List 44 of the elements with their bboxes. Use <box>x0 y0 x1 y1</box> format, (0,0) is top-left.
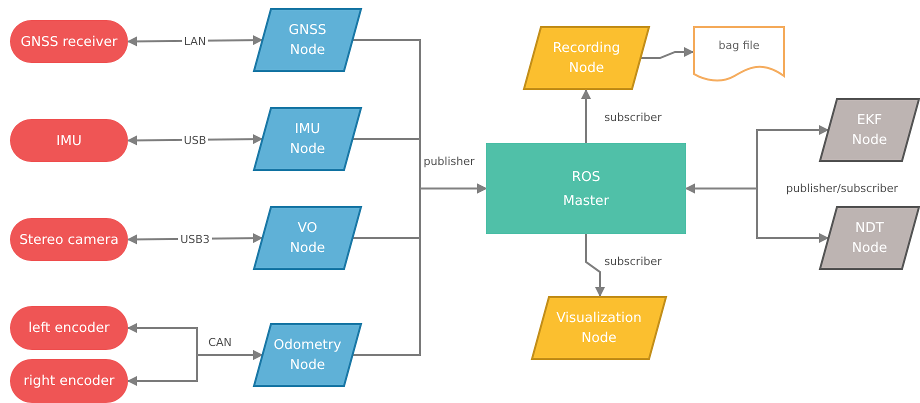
edge-label: subscriber <box>603 110 663 124</box>
edge-label: USB3 <box>178 232 212 246</box>
device-pill <box>10 218 128 261</box>
document-shape <box>693 26 785 82</box>
parallelogram-node <box>819 206 920 270</box>
node-text: GNSS receiver <box>20 32 118 52</box>
node-text: Recording Node <box>552 39 620 78</box>
node-text: GNSS Node <box>288 21 326 60</box>
parallelogram-node <box>253 323 362 387</box>
device-pill <box>10 20 128 63</box>
connector-arrow <box>641 47 694 59</box>
node-text: IMU <box>56 132 82 150</box>
device-pill <box>10 306 128 350</box>
node-text: ROS Master <box>562 168 610 210</box>
node-text: EKF Node <box>852 111 888 150</box>
parallelogram-node <box>253 206 362 270</box>
connector-arrow <box>127 350 263 386</box>
connector-arrow <box>685 184 829 243</box>
connector-arrow <box>353 184 487 356</box>
edge-label: subscriber <box>603 254 663 268</box>
process-box <box>486 143 686 234</box>
edge-label: LAN <box>182 34 208 48</box>
connector-arrow <box>585 234 605 297</box>
parallelogram-node <box>253 8 362 72</box>
parallelogram-node <box>531 296 667 360</box>
edge-label: CAN <box>207 336 233 348</box>
node-text: IMU Node <box>290 120 326 159</box>
node-text: left encoder <box>28 319 110 338</box>
edge-label: USB <box>182 134 208 146</box>
node-text: right encoder <box>24 372 114 391</box>
node-text: bag file <box>718 38 760 54</box>
parallelogram-node <box>253 107 362 171</box>
edge-label: publisher/subscriber <box>784 182 900 194</box>
parallelogram-node <box>819 98 920 162</box>
device-pill <box>10 359 128 403</box>
edge-label: publisher <box>422 154 476 168</box>
device-pill <box>10 119 128 162</box>
node-text: NDT Node <box>852 219 888 258</box>
node-text: Stereo camera <box>19 230 119 250</box>
connector-arrow <box>581 89 591 143</box>
node-text: VO Node <box>290 219 326 258</box>
parallelogram-node <box>523 26 650 90</box>
node-text: Visualization Node <box>556 309 642 348</box>
node-text: Odometry Node <box>274 336 342 375</box>
